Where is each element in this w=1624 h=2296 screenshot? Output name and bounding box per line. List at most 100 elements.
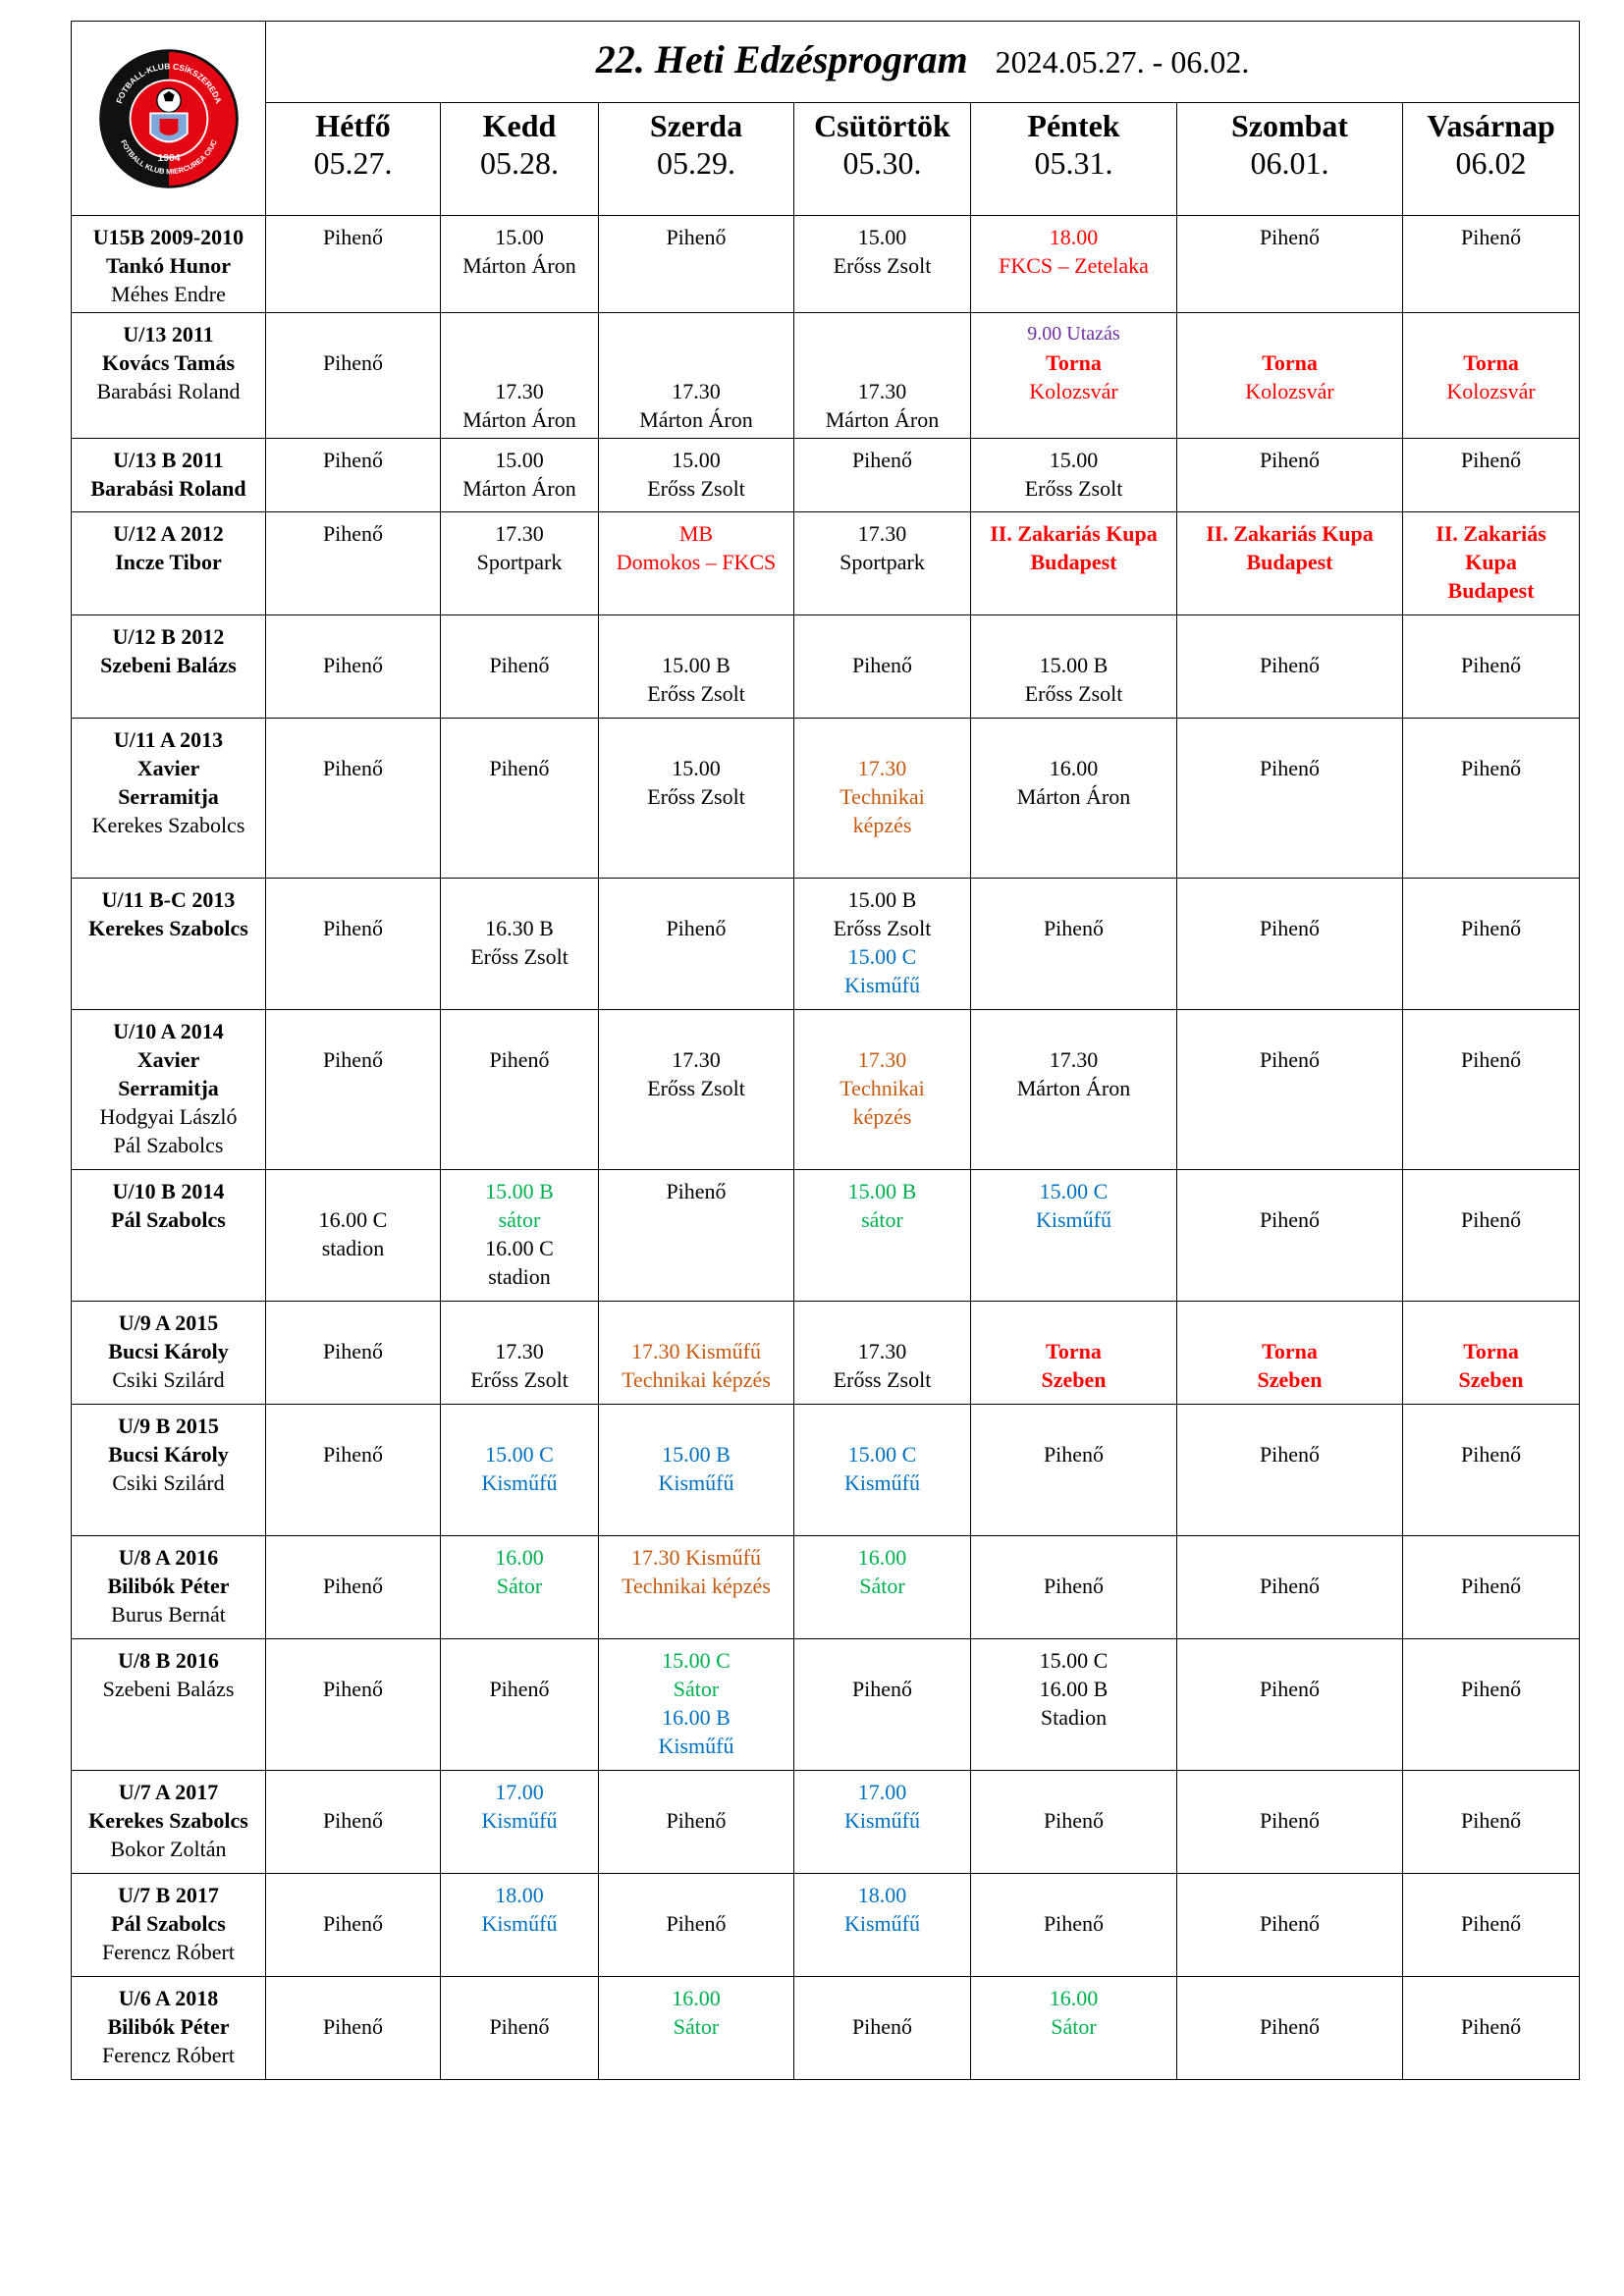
day-name: Szombat: [1230, 108, 1349, 143]
cell-line: Márton Áron: [1016, 784, 1131, 809]
logo-cell: FOTBALL-KLUB CSÍKSZEREDA FOTBALL KLUB MI…: [71, 21, 266, 216]
cell-line: Pihenő: [322, 1442, 384, 1467]
cell-line: 15.00 C: [847, 1442, 917, 1467]
cell-line: Méhes Endre: [111, 282, 226, 306]
cell-line: [268, 1881, 438, 1909]
cell-line: Pihenő: [322, 1574, 384, 1598]
cell-line: Pihenő: [1460, 653, 1522, 677]
cell-line: Pihenő: [1259, 1911, 1321, 1936]
cell-line: 17.30: [857, 379, 907, 403]
cell-line: [1179, 1543, 1400, 1572]
schedule-cell: Pihenő: [1176, 1404, 1403, 1536]
cell-line: 16.00 C: [318, 1207, 388, 1232]
schedule-cell: Pihenő: [1401, 1169, 1581, 1302]
cell-line: Pihenő: [1259, 756, 1321, 780]
schedule-cell: Pihenő: [970, 1535, 1177, 1639]
cell-line: Kisműfű: [481, 1911, 558, 1936]
cell-line: Technikai képzés: [622, 1574, 771, 1598]
cell-line: [973, 725, 1174, 754]
cell-line: [268, 1412, 438, 1440]
schedule-cell: Pihenő: [1176, 1873, 1403, 1977]
cell-line: Kovács Tamás: [101, 350, 236, 375]
cell-line: Pihenő: [851, 448, 913, 472]
cell-line: U/13 2011: [123, 322, 214, 347]
cell-line: sátor: [861, 1207, 903, 1232]
cell-line: U/12 B 2012: [112, 624, 225, 649]
schedule-cell: Pihenő: [265, 312, 441, 439]
cell-line: Pihenő: [322, 2014, 384, 2039]
schedule-cell: Pihenő: [265, 1301, 441, 1405]
cell-line: 15.00: [495, 448, 544, 472]
cell-line: Pihenő: [1259, 653, 1321, 677]
title-row: FOTBALL-KLUB CSÍKSZEREDA FOTBALL KLUB MI…: [71, 21, 1581, 216]
cell-line: Pihenő: [1043, 916, 1105, 940]
cell-line: Pihenő: [1259, 1677, 1321, 1701]
cell-line: Pihenő: [322, 1808, 384, 1833]
cell-line: U/11 B-C 2013: [101, 887, 236, 912]
cell-line: 15.00 B: [485, 1179, 554, 1203]
cell-line: Pihenő: [851, 2014, 913, 2039]
cell-line: 17.30: [857, 756, 907, 780]
cell-line: képzés: [852, 1104, 912, 1129]
cell-line: [601, 348, 791, 377]
cell-line: Szebeni Balázs: [100, 653, 237, 677]
schedule-cell: Pihenő: [1176, 1169, 1403, 1302]
cell-line: Pihenő: [1460, 2014, 1522, 2039]
cell-line: [1179, 622, 1400, 651]
cell-line: [1405, 1308, 1577, 1337]
cell-line: [1405, 320, 1577, 348]
cell-line: [1179, 1778, 1400, 1806]
cell-line: Pihenő: [322, 1047, 384, 1072]
cell-line: 16.00: [495, 1545, 544, 1570]
cell-line: 18.00: [495, 1883, 544, 1907]
cell-line: Technikai: [839, 1076, 925, 1100]
cell-line: Bucsi Károly: [108, 1339, 229, 1363]
schedule-cell: Pihenő: [1176, 1638, 1403, 1771]
cell-line: Pihenő: [666, 225, 727, 249]
cell-line: Kisműfű: [481, 1808, 558, 1833]
cell-line: 15.00: [495, 225, 544, 249]
cell-line: 15.00 B: [847, 1179, 917, 1203]
cell-line: Pihenő: [666, 1179, 727, 1203]
schedule-cell: Pihenő: [1401, 614, 1581, 719]
cell-line: [601, 885, 791, 914]
cell-line: Kerekes Szabolcs: [91, 813, 245, 837]
cell-line: Pihenő: [489, 1677, 550, 1701]
cell-line: [268, 622, 438, 651]
cell-line: Sportpark: [476, 550, 563, 574]
cell-line: Pihenő: [1460, 1442, 1522, 1467]
cell-line: Pihenő: [1259, 916, 1321, 940]
cell-line: Pál Szabolcs: [111, 1911, 226, 1936]
cell-line: 17.30 Kisműfű: [631, 1545, 761, 1570]
cell-line: [268, 1308, 438, 1337]
schedule-cell: Pihenő: [440, 1009, 599, 1170]
cell-line: [268, 1646, 438, 1675]
cell-line: Torna: [1046, 350, 1102, 375]
cell-line: Pihenő: [489, 653, 550, 677]
cell-line: 9.00 Utazás: [1027, 323, 1120, 345]
cell-line: 17.30: [857, 1339, 907, 1363]
cell-line: 16.00: [1049, 1986, 1099, 2010]
cell-line: Szeben: [1041, 1367, 1107, 1392]
cell-line: [796, 320, 968, 348]
schedule-cell: Pihenő: [1401, 1638, 1581, 1771]
cell-line: Kerekes Szabolcs: [88, 1808, 248, 1833]
cell-line: Kisműfű: [481, 1470, 558, 1495]
cell-line: U/13 B 2011: [113, 448, 224, 472]
